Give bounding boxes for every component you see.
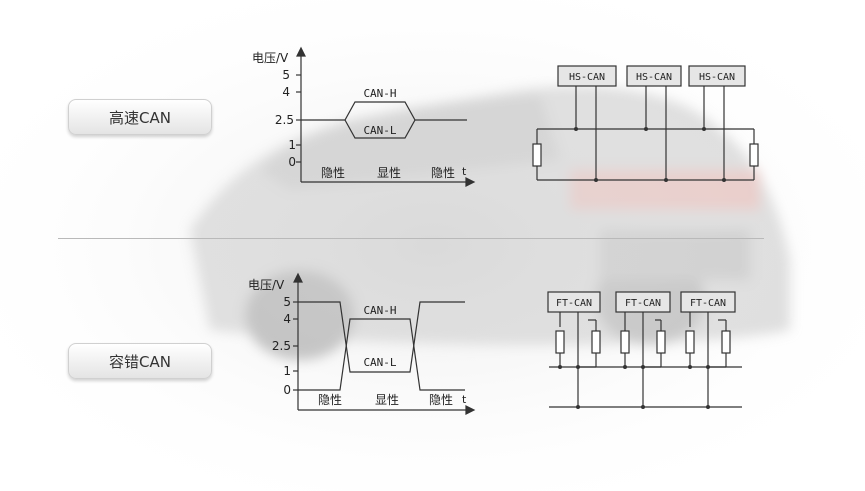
hs-y-axis-arrow [296,46,306,57]
ft-can-h-line [298,318,465,391]
hs-node-2-label: HS-CAN [636,72,672,83]
hs-phase-recessive-2: 隐性 [431,166,455,180]
fault-tolerant-can-label-text: 容错CAN [109,352,171,371]
ft-x-axis-letter: t [462,393,467,406]
ft-tick-1: 1 [283,364,291,378]
hs-tick-5: 5 [282,68,290,82]
ft-tick-5: 5 [283,295,291,309]
ft-node-1-resistor-b [591,330,601,354]
hs-can-h-line [301,101,467,121]
hs-terminal-resistor-right [749,143,759,167]
hs-x-axis-arrow [465,177,476,187]
hs-tick-0: 0 [288,155,296,169]
ft-node-1 [547,291,601,313]
ft-can-l-line [298,301,465,373]
ft-node-1-label: FT-CAN [556,298,592,309]
hs-axis-label: 电压/V [252,51,289,65]
section-divider [58,238,764,239]
ft-can-l-label: CAN-L [363,356,396,369]
hs-can-h-label: CAN-H [363,87,396,100]
hs-node-2 [626,65,682,87]
hs-terminal-resistor-left [532,143,542,167]
ft-node-2 [615,291,671,313]
hs-tick-4: 4 [282,85,290,99]
hs-tick-1: 1 [288,138,296,152]
ft-can-h-label: CAN-H [363,304,396,317]
ft-node-3-resistor-a [685,330,695,354]
ft-phase-recessive-2: 隐性 [429,393,453,407]
hs-tick-2-5: 2.5 [275,113,294,127]
ft-tick-0: 0 [283,383,291,397]
high-speed-can-label: 高速CAN [68,99,212,135]
ft-node-2-resistor-b [656,330,666,354]
ft-y-axis-arrow [293,272,303,283]
hs-node-1 [557,65,617,87]
ft-node-3 [680,291,736,313]
ft-phase-recessive-1: 隐性 [318,393,342,407]
hs-phase-dominant: 显性 [377,166,401,180]
hs-can-l-label: CAN-L [363,124,396,137]
hs-node-3-label: HS-CAN [699,72,735,83]
ft-tick-4: 4 [283,312,291,326]
hs-node-1-label: HS-CAN [569,72,605,83]
ft-x-axis-arrow [465,405,476,415]
ft-node-3-label: FT-CAN [690,298,726,309]
ft-node-1-resistor-a [555,330,565,354]
hs-node-3 [688,65,746,87]
hs-phase-recessive-1: 隐性 [321,166,345,180]
hs-can-l-line [344,119,416,139]
ft-node-3-resistor-b [721,330,731,354]
ft-node-2-resistor-a [620,330,630,354]
high-speed-can-label-text: 高速CAN [109,108,171,127]
ft-axis-label: 电压/V [248,278,285,292]
hs-x-axis-letter: t [462,165,467,178]
fault-tolerant-can-label: 容错CAN [68,343,212,379]
ft-tick-2-5: 2.5 [272,339,291,353]
ft-node-2-label: FT-CAN [625,298,661,309]
ft-phase-dominant: 显性 [375,393,399,407]
